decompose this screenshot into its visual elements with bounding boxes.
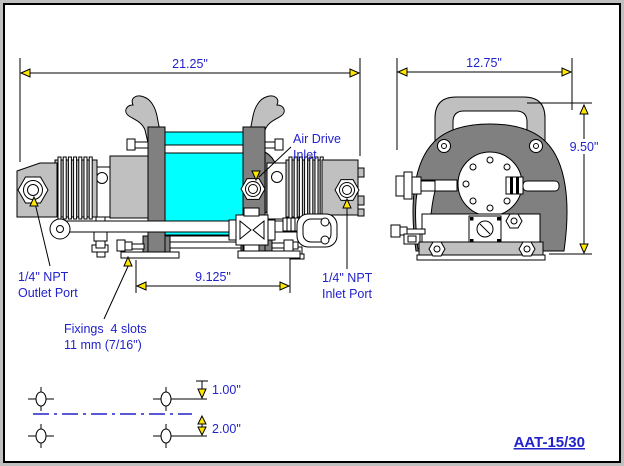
leader-air-drive	[258, 146, 292, 178]
leader-arrow-icon	[251, 170, 261, 182]
leader-arrow-icon	[342, 197, 352, 209]
dim-overall-height: 9.50"	[527, 102, 605, 255]
dim-arrow-left-icon	[135, 281, 147, 291]
cycling-valve	[228, 207, 276, 253]
dim-arrow-down-icon	[579, 243, 589, 255]
spacer-block-left	[109, 155, 149, 219]
base-bolt-left	[116, 239, 145, 252]
model-number: AAT-15/30	[514, 434, 585, 451]
dim-arrow-down-icon	[197, 388, 207, 400]
dim-label-width: 12.75"	[466, 56, 502, 70]
base-hex-bolt	[428, 241, 446, 257]
tie-rod-top	[164, 144, 244, 154]
handle-bolt-center	[533, 143, 539, 149]
tie-rod-bottom-2	[164, 241, 244, 249]
base-plate-left	[120, 251, 180, 259]
air-drive-inlet-hex-nut	[240, 178, 266, 200]
cooling-fins-right	[288, 156, 324, 220]
piston-rod-assembly	[395, 171, 560, 200]
fixing-slot	[28, 424, 54, 448]
dim-overall-length: 21.25"	[19, 57, 361, 162]
dim-arrow-left-icon	[19, 68, 31, 78]
dim-arrow-right-icon	[349, 68, 361, 78]
dim-slot-spacing: 2.00"	[197, 414, 241, 437]
callout-outlet-line2: Outlet Port	[18, 286, 78, 300]
pump-front-body	[16, 95, 365, 260]
dim-arrow-right-icon	[279, 281, 291, 291]
outlet-port-hex-nut	[17, 176, 49, 204]
leader-fixings	[103, 261, 131, 320]
dim-fixing-span: 9.125"	[135, 258, 291, 293]
callout-fixings-line2: 11 mm (7/16")	[64, 338, 142, 352]
dim-arrow-up-icon	[579, 103, 589, 115]
callout-fixings-line1: Fixings 4 slots	[64, 322, 147, 336]
side-view: 12.75"	[390, 56, 605, 261]
base-bolt-right	[271, 239, 299, 252]
pipe-stub	[93, 231, 108, 242]
head-tab	[357, 167, 365, 178]
fixing-slot	[153, 387, 179, 411]
dim-label-slot-offset: 1.00"	[212, 383, 241, 397]
label-backing	[563, 139, 605, 154]
callout-inlet-line2: Inlet Port	[322, 287, 373, 301]
callout-outlet-line1: 1/4" NPT	[18, 270, 69, 284]
pipe-loop-hole	[56, 225, 64, 233]
handle-bolt-center	[441, 143, 447, 149]
dim-label-slot-spacing: 2.00"	[212, 422, 241, 436]
callout-air-drive-line2: Inlet	[293, 148, 317, 162]
callout-inlet-line1: 1/4" NPT	[322, 271, 373, 285]
plate-hole-right	[271, 171, 283, 183]
drain-tip-left	[96, 251, 106, 258]
fixing-slot	[153, 424, 179, 448]
base-plate-right	[237, 250, 301, 259]
mount-base-lip	[416, 254, 546, 261]
dim-arrow-right-icon	[561, 67, 573, 77]
callout-air-drive-line1: Air Drive	[293, 132, 341, 146]
leader-arrow-icon	[123, 255, 133, 267]
side-pipe	[390, 224, 426, 245]
pump-side-body	[390, 96, 568, 261]
cooling-fins-left	[57, 156, 93, 220]
manifold-block	[421, 213, 541, 244]
inlet-port-hex-nut	[334, 179, 360, 201]
dim-arrow-down-icon	[197, 426, 207, 437]
end-cap-flange-left	[147, 126, 166, 255]
front-view: 21.25"	[16, 57, 373, 352]
dim-overall-width: 12.75"	[396, 56, 573, 150]
leader-arrow-icon	[29, 195, 39, 207]
head-tab	[357, 195, 365, 206]
dim-label-fixing-span: 9.125"	[195, 270, 231, 284]
fixing-slot	[28, 387, 54, 411]
dim-arrow-left-icon	[396, 67, 408, 77]
head-tab	[357, 208, 365, 217]
base-hex-bolt	[518, 241, 536, 257]
fixing-footprint: 1.00" 2.00"	[28, 380, 241, 448]
dim-arrow-up-icon	[197, 414, 207, 425]
dim-label-height: 9.50"	[570, 140, 599, 154]
leader-outlet-port	[34, 202, 51, 267]
drive-barrel-top-band	[164, 131, 244, 146]
dim-slot-offset: 1.00"	[196, 380, 241, 400]
pipe-stub	[95, 240, 106, 249]
plate-hole-left	[96, 172, 108, 184]
dim-label-length: 21.25"	[172, 57, 208, 71]
